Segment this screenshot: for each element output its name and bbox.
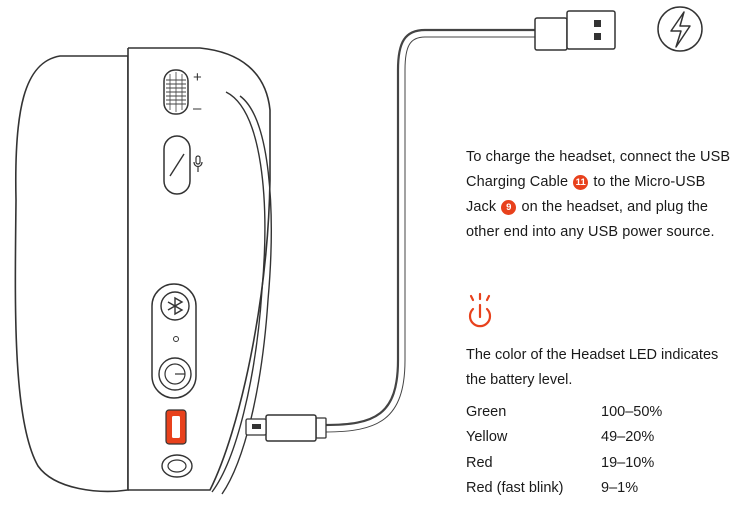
control-module — [151, 283, 197, 399]
instruction-line: Charging Cable 11 to the Micro-USB — [466, 170, 756, 195]
lightning-icon — [657, 6, 703, 52]
instruction-text: Charging Cable — [466, 174, 573, 190]
instruction-text: Jack — [466, 199, 501, 215]
instruction-line: Jack 9 on the headset, and plug the — [466, 195, 756, 220]
battery-range: 49–20% — [601, 429, 655, 446]
led-description: The color of the Headset LED indicates t… — [466, 343, 718, 393]
jack-number-badge: 9 — [501, 200, 517, 215]
led-color: Red — [466, 454, 493, 471]
led-indicator — [173, 336, 179, 342]
bluetooth-icon — [167, 296, 184, 316]
battery-range: 19–10% — [601, 454, 655, 471]
micro-usb-jack — [165, 409, 187, 445]
instruction-line: To charge the headset, connect the USB — [466, 149, 731, 165]
microphone-icon — [193, 155, 203, 172]
battery-level-table: Green 100–50% Yellow 49–20% Red 19–10% R… — [466, 399, 662, 501]
battery-range: 9–1% — [601, 480, 639, 497]
ear-cushion — [14, 55, 129, 493]
charging-instructions: To charge the headset, connect the USB C… — [466, 145, 756, 245]
volume-minus-label: – — [193, 100, 202, 117]
mic-mute-button — [163, 135, 191, 195]
usb-a-connector — [534, 10, 616, 51]
power-led-icon — [468, 292, 492, 328]
volume-wheel — [163, 69, 189, 115]
battery-row: Yellow 49–20% — [466, 425, 662, 451]
battery-row: Red 19–10% — [466, 450, 662, 476]
cable-number-badge: 11 — [573, 175, 589, 190]
instruction-line: other end into any USB power source. — [466, 224, 715, 240]
usb-charging-cable — [324, 28, 535, 427]
led-color: Yellow — [466, 429, 508, 446]
micro-usb-connector — [245, 414, 327, 442]
led-line: the battery level. — [466, 372, 573, 388]
led-color: Red (fast blink) — [466, 480, 564, 497]
audio-jack — [161, 454, 193, 478]
instruction-text: to the Micro-USB — [589, 174, 706, 190]
battery-row: Red (fast blink) 9–1% — [466, 476, 662, 502]
led-line: The color of the Headset LED indicates — [466, 347, 719, 363]
volume-plus-label: + — [193, 69, 202, 86]
instruction-text: on the headset, and plug the — [517, 199, 709, 215]
battery-row: Green 100–50% — [466, 399, 662, 425]
led-color: Green — [466, 403, 507, 420]
battery-range: 100–50% — [601, 403, 663, 420]
